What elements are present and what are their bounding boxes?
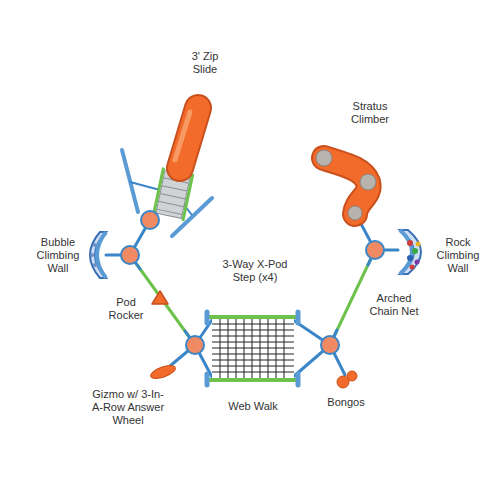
part-label: Gizmo w/ 3-In-A-Row Answer Wheel bbox=[88, 388, 168, 427]
part-label: 3' Zip Slide bbox=[182, 50, 228, 76]
part-label: 3-Way X-Pod Step (x4) bbox=[217, 258, 293, 284]
part-label: Web Walk bbox=[213, 400, 293, 413]
part-label: Rock Climbing Wall bbox=[432, 236, 484, 275]
part-label: Stratus Climber bbox=[344, 100, 396, 126]
part-label: Arched Chain Net bbox=[365, 292, 423, 318]
part-label: Pod Rocker bbox=[105, 296, 147, 322]
part-label: Bongos bbox=[318, 396, 374, 409]
part-label: Bubble Climbing Wall bbox=[32, 236, 84, 275]
